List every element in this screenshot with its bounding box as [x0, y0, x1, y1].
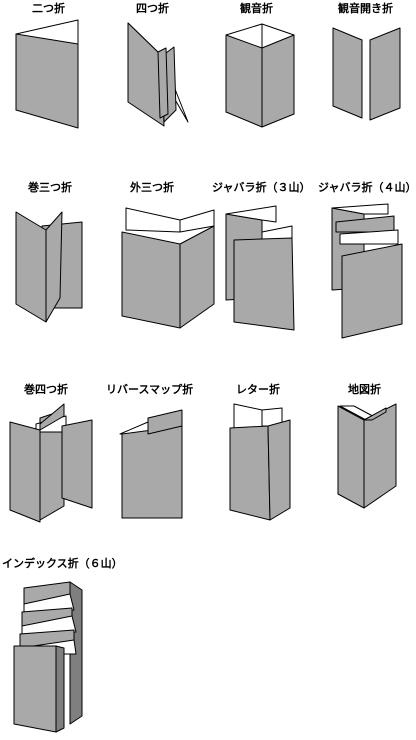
map-fold-illustration: [337, 403, 397, 509]
index-fold-6-illustration: [13, 581, 83, 733]
accordion-3-illustration: [225, 205, 295, 331]
label-accordion-3: ジャバラ折（３山）: [212, 181, 311, 194]
label-roll-four-fold: 巻四つ折: [24, 383, 68, 396]
open-gate-fold-illustration: [332, 27, 401, 121]
label-four-fold: 四つ折: [136, 2, 169, 15]
accordion-4-illustration: [331, 203, 403, 339]
roll-four-fold-illustration: [9, 403, 93, 523]
label-two-fold: 二つ折: [32, 2, 65, 15]
label-gate-fold: 観音折: [240, 2, 273, 15]
label-accordion-4: ジャバラ折（４山）: [318, 181, 416, 194]
label-letter-fold: レター折: [236, 383, 280, 396]
label-outer-tri-fold: 外三つ折: [130, 181, 174, 194]
label-reverse-map-fold: リバースマップ折: [106, 383, 194, 396]
roll-tri-fold-illustration: [15, 211, 83, 323]
label-map-fold: 地図折: [348, 383, 381, 396]
label-roll-tri-fold: 巻三つ折: [28, 181, 72, 194]
label-index-fold-6: インデックス折（６山）: [2, 557, 123, 570]
reverse-map-fold-illustration: [119, 409, 183, 519]
four-fold-illustration: [127, 22, 189, 127]
gate-fold-illustration: [225, 23, 295, 128]
outer-tri-fold-illustration: [121, 207, 215, 329]
label-open-gate-fold: 観音開き折: [338, 2, 393, 15]
letter-fold-illustration: [229, 403, 291, 521]
two-fold-illustration: [15, 19, 79, 129]
